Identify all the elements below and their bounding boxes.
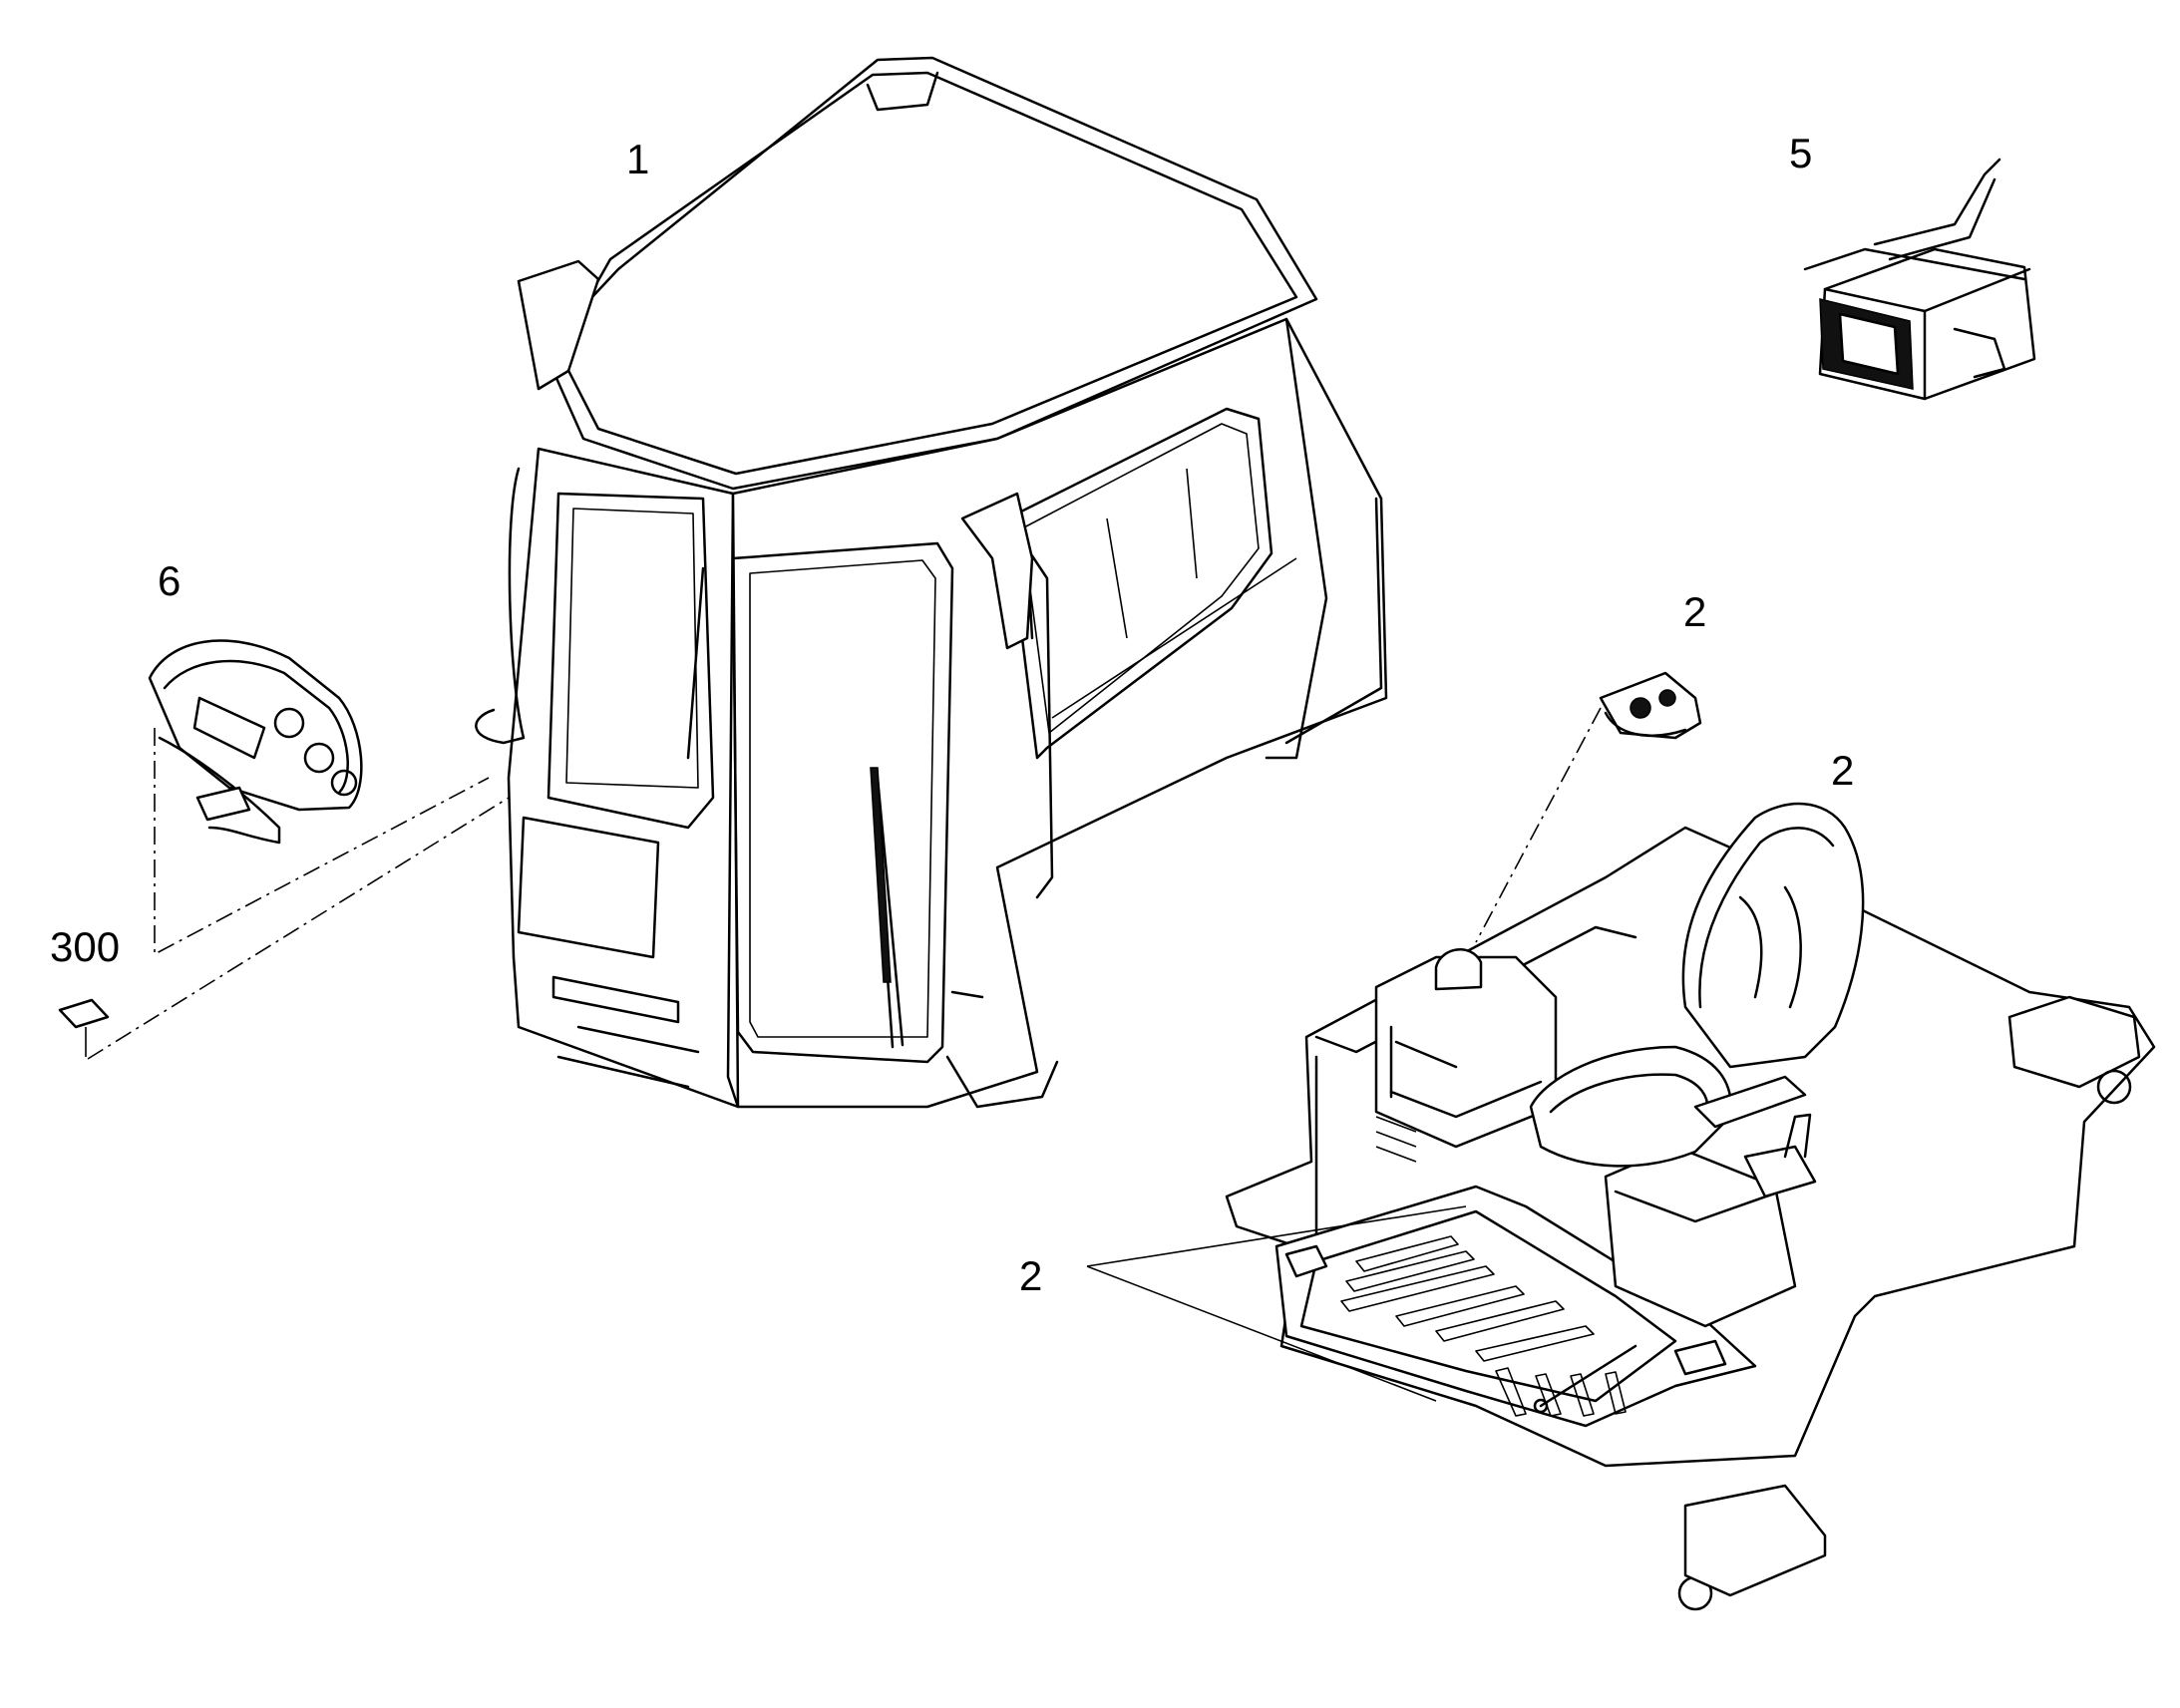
callout-cab: 1 (626, 136, 649, 182)
label-part[interactable] (58, 998, 110, 1057)
callout-control-module: 2 (1683, 588, 1706, 635)
leader-lines (87, 707, 1602, 1402)
callout-seat: 2 (1831, 747, 1854, 794)
callout-label: 300 (50, 923, 120, 970)
operator-platform[interactable] (1225, 802, 2156, 1611)
heater-unit[interactable] (1803, 158, 2036, 401)
callout-floor: 2 (1019, 1252, 1042, 1299)
control-module[interactable] (1599, 671, 1702, 740)
callout-armrest-console: 6 (158, 557, 181, 604)
cab-assembly[interactable] (475, 56, 1388, 1109)
armrest-console[interactable] (148, 639, 363, 845)
callout-heater-unit: 5 (1789, 130, 1812, 176)
vent-grille (1375, 1116, 1417, 1163)
